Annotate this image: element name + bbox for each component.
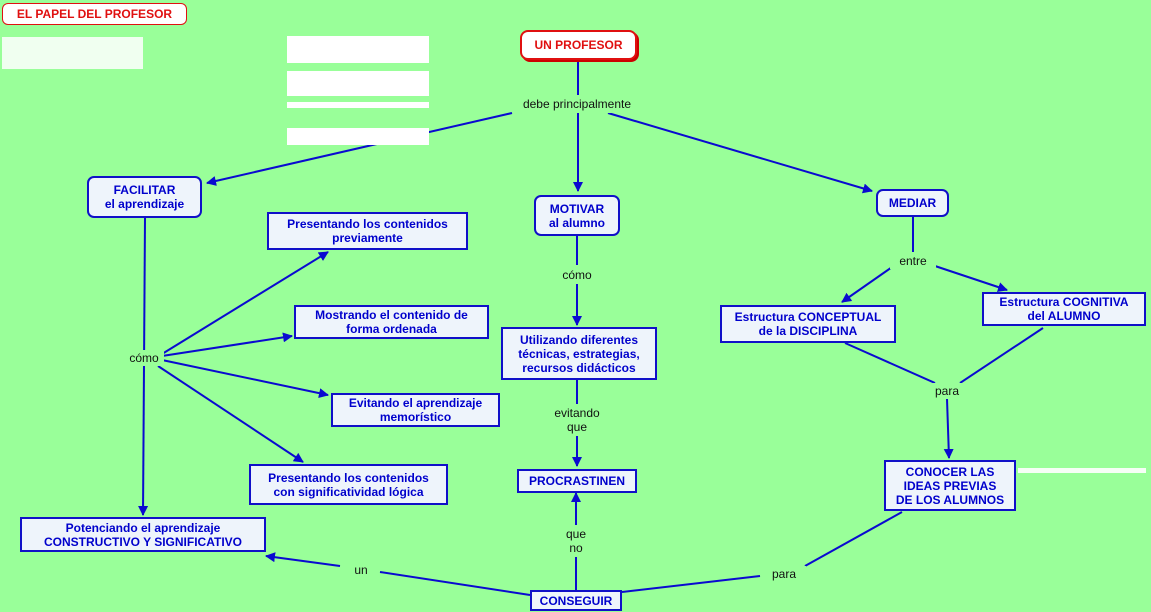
node-motivar[interactable]: MOTIVAR al alumno: [534, 195, 620, 236]
link-para-right: para: [925, 383, 969, 399]
faded-caption: [2, 37, 143, 69]
node-conseguir[interactable]: CONSEGUIR: [530, 590, 622, 611]
node-procrastinen[interactable]: PROCRASTINEN: [517, 469, 637, 493]
node-evitando-memoristico[interactable]: Evitando el aprendizaje memorístico: [331, 393, 500, 427]
page-title: EL PAPEL DEL PROFESOR: [2, 3, 187, 25]
link-un: un: [343, 562, 379, 578]
node-presentando-previamente[interactable]: Presentando los contenidos previamente: [267, 212, 468, 250]
white-block-1: [287, 36, 429, 63]
faded-edge-mark: [1018, 468, 1146, 473]
link-entre: entre: [890, 252, 936, 269]
white-block-2: [287, 71, 429, 96]
link-que-no: que no: [558, 525, 594, 557]
node-conocer-ideas-previas[interactable]: CONOCER LAS IDEAS PREVIAS DE LOS ALUMNOS: [884, 460, 1016, 511]
node-presentando-significatividad[interactable]: Presentando los contenidos con significa…: [249, 464, 448, 505]
node-utilizando[interactable]: Utilizando diferentes técnicas, estrateg…: [501, 327, 657, 380]
root-node-un-profesor[interactable]: UN PROFESOR: [520, 30, 637, 60]
white-block-3: [287, 102, 429, 108]
node-potenciando[interactable]: Potenciando el aprendizaje CONSTRUCTIVO …: [20, 517, 266, 552]
link-evitando-que: evitando que: [546, 404, 608, 436]
node-estructura-cognitiva[interactable]: Estructura COGNITIVA del ALUMNO: [982, 292, 1146, 326]
link-como-left: cómo: [124, 350, 164, 366]
node-mostrando-ordenada[interactable]: Mostrando el contenido de forma ordenada: [294, 305, 489, 339]
link-para-bottom: para: [762, 566, 806, 582]
link-como-mid: cómo: [555, 265, 599, 284]
link-debe-principalmente: debe principalmente: [512, 95, 642, 113]
node-estructura-conceptual[interactable]: Estructura CONCEPTUAL de la DISCIPLINA: [720, 305, 896, 343]
node-mediar[interactable]: MEDIAR: [876, 189, 949, 217]
white-block-4: [287, 128, 429, 145]
node-facilitar[interactable]: FACILITAR el aprendizaje: [87, 176, 202, 218]
